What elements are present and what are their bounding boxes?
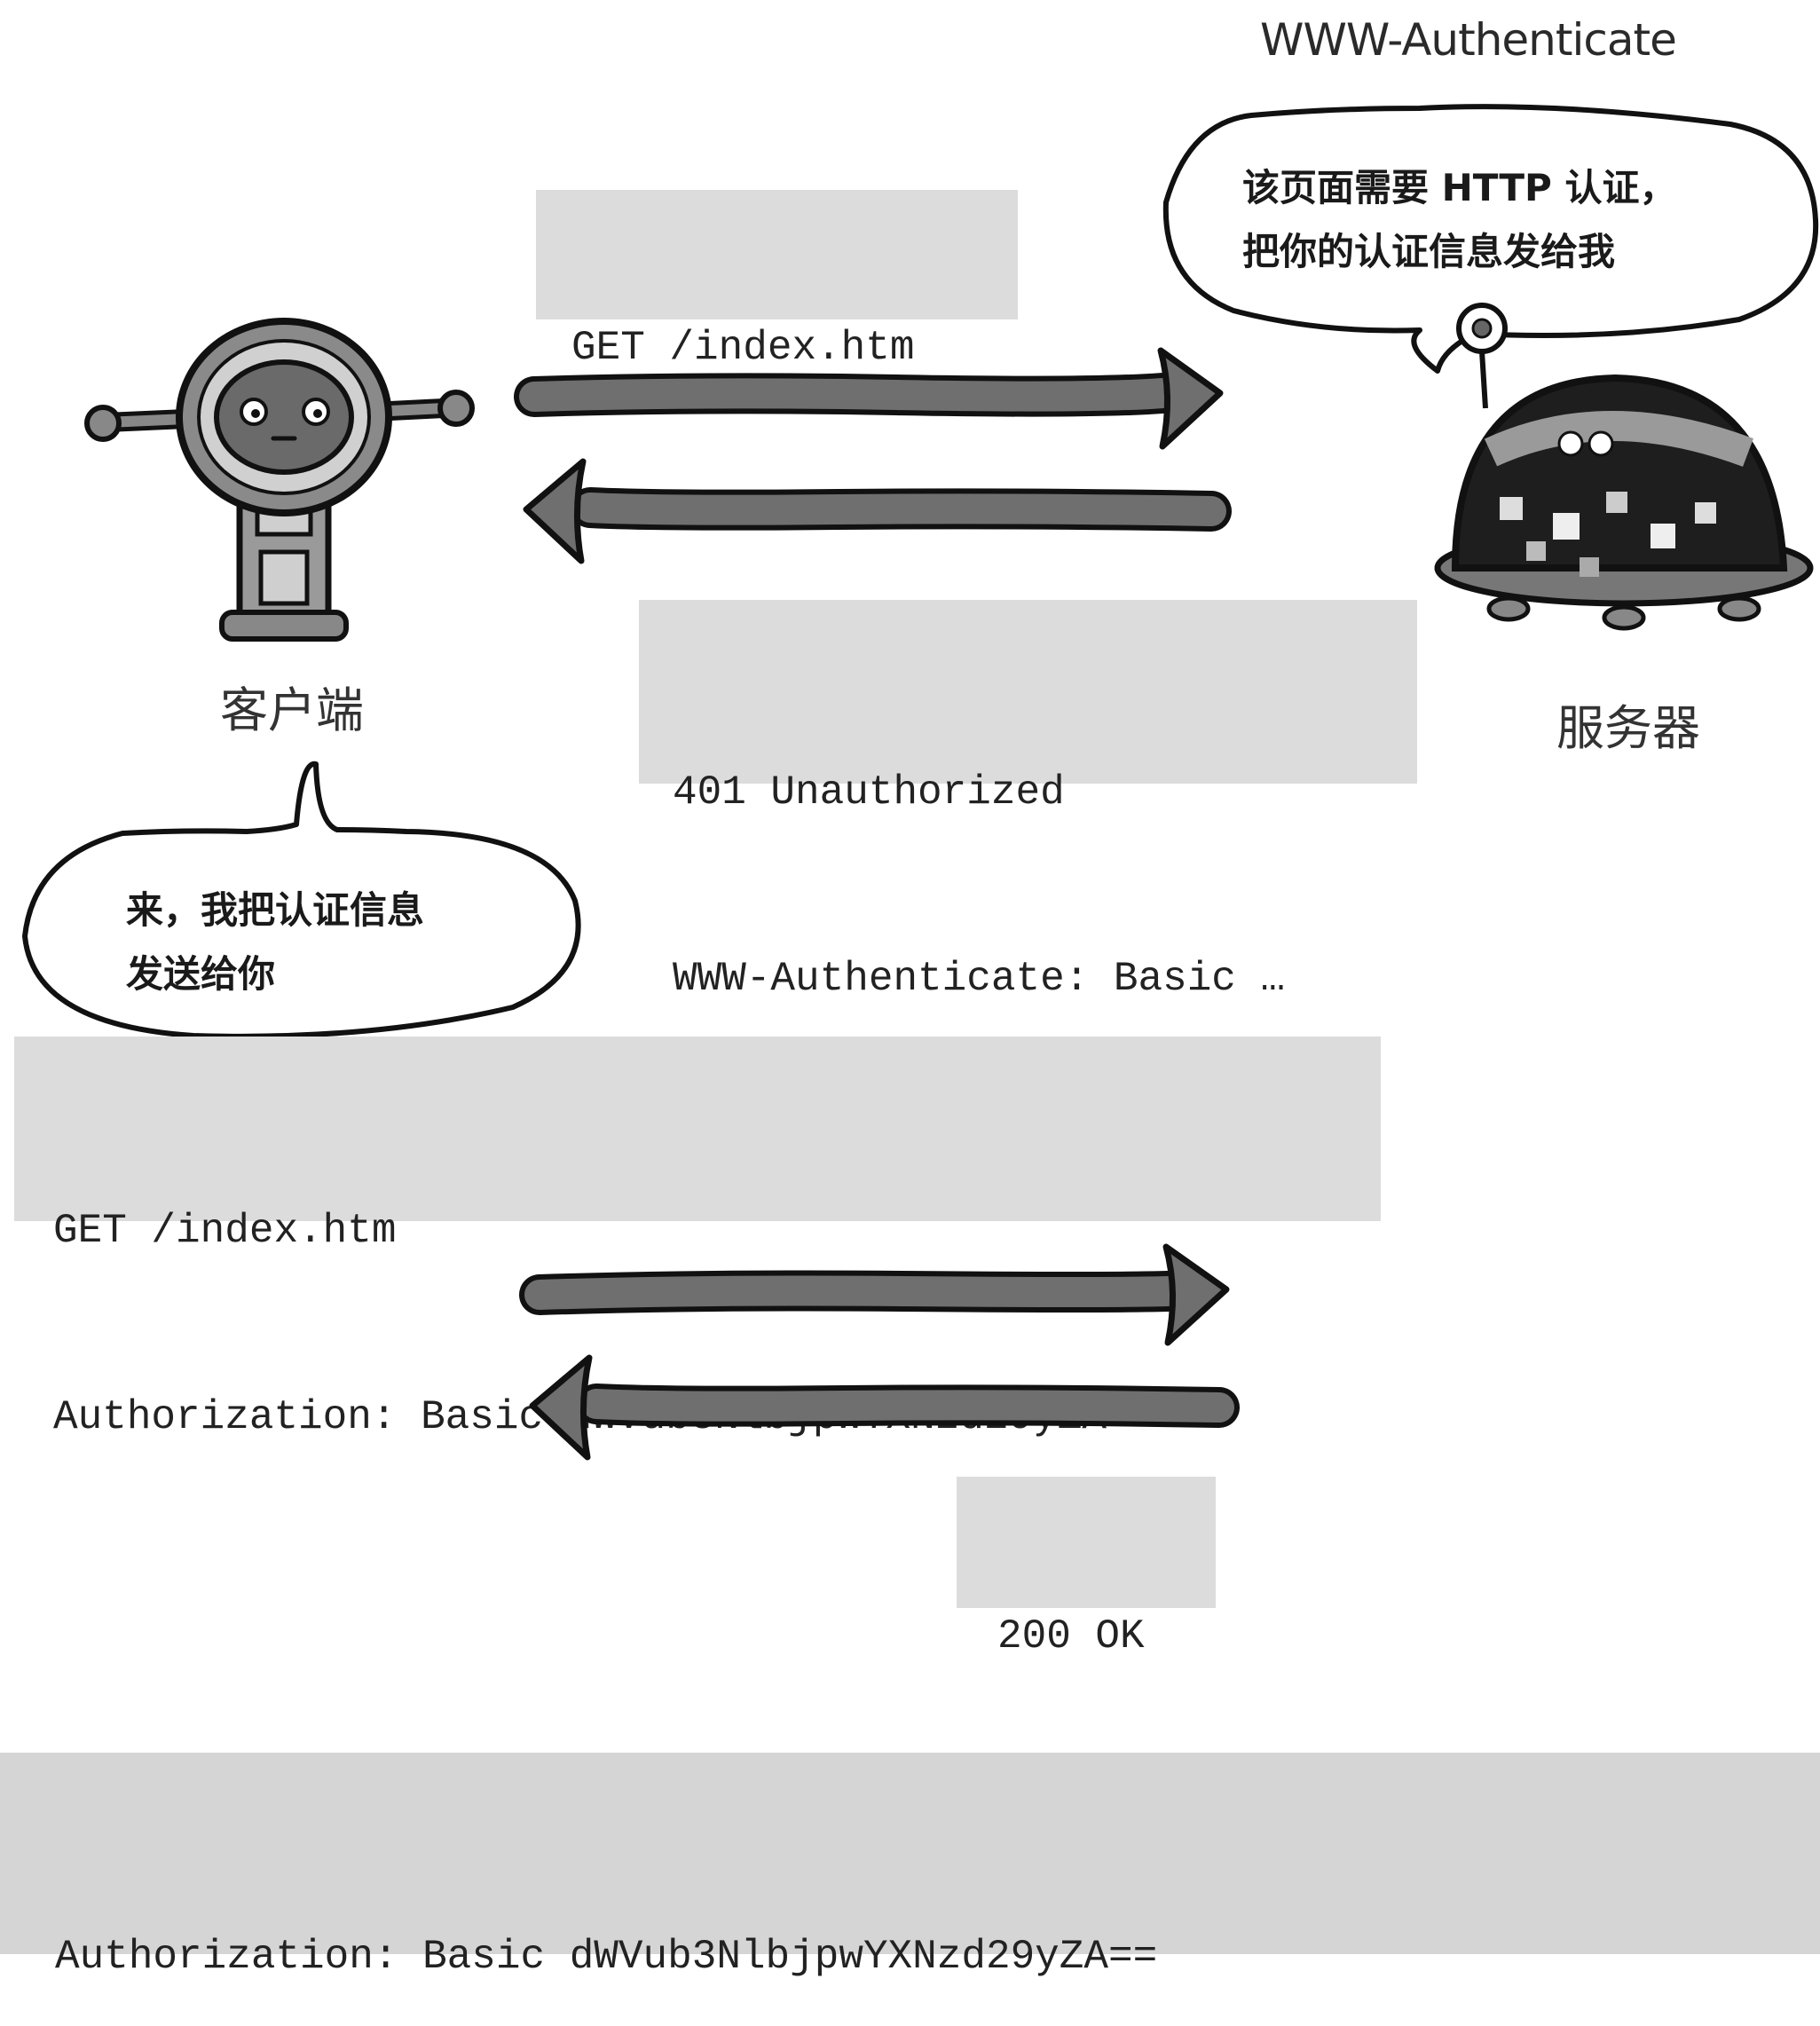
ok-status-line: 200 OK [997, 1613, 1145, 1659]
www-authenticate-label: WWW-Authenticate [1260, 14, 1677, 66]
arrow-response-2 [529, 1354, 1240, 1461]
client-bubble-line-1: 来，我把认证信息 [126, 888, 425, 932]
arrow-request-2 [519, 1243, 1230, 1346]
response-status-line: 401 Unauthorized [673, 769, 1065, 816]
arrow-response-1 [523, 458, 1232, 564]
robot-client-icon [84, 318, 475, 642]
server-bubble-line-2: 把你的认证信息发给我 [1242, 230, 1616, 273]
request-box-authorization: GET /index.htm Authorization: Basic dWVu… [14, 1037, 1381, 1440]
client-bubble-line-2: 发送给你 [126, 952, 276, 996]
dome-server-icon [1434, 303, 1814, 631]
client-bubble-text: 来，我把认证信息 发送给你 [126, 879, 424, 1006]
response-box-401: 401 Unauthorized WWW-Authenticate: Basic… [639, 600, 1417, 1002]
footer-authorization-band: Authorization: Basic dWVub3NlbjpwYXNzd29… [0, 1753, 1820, 1980]
response-box-200: 200 OK [957, 1477, 1216, 1659]
request-box-get: GET /index.htm [536, 190, 1018, 371]
footer-authorization-text: Authorization: Basic dWVub3NlbjpwYXNzd29… [55, 1934, 1158, 1980]
auth-request-line: GET /index.htm [53, 1208, 397, 1254]
arrow-request-1 [514, 347, 1224, 450]
request-line: GET /index.htm [571, 325, 915, 371]
client-speech-bubble [22, 761, 581, 1039]
server-speech-bubble [1162, 104, 1819, 374]
server-bubble-text: 该页面需要 HTTP 认证， 把你的认证信息发给我 [1242, 156, 1676, 284]
client-label: 客户端 [220, 682, 364, 738]
server-label: 服务器 [1556, 700, 1700, 756]
server-bubble-line-1: 该页面需要 HTTP 认证， [1242, 166, 1677, 209]
response-header-line: WWW-Authenticate: Basic … [673, 956, 1286, 1002]
